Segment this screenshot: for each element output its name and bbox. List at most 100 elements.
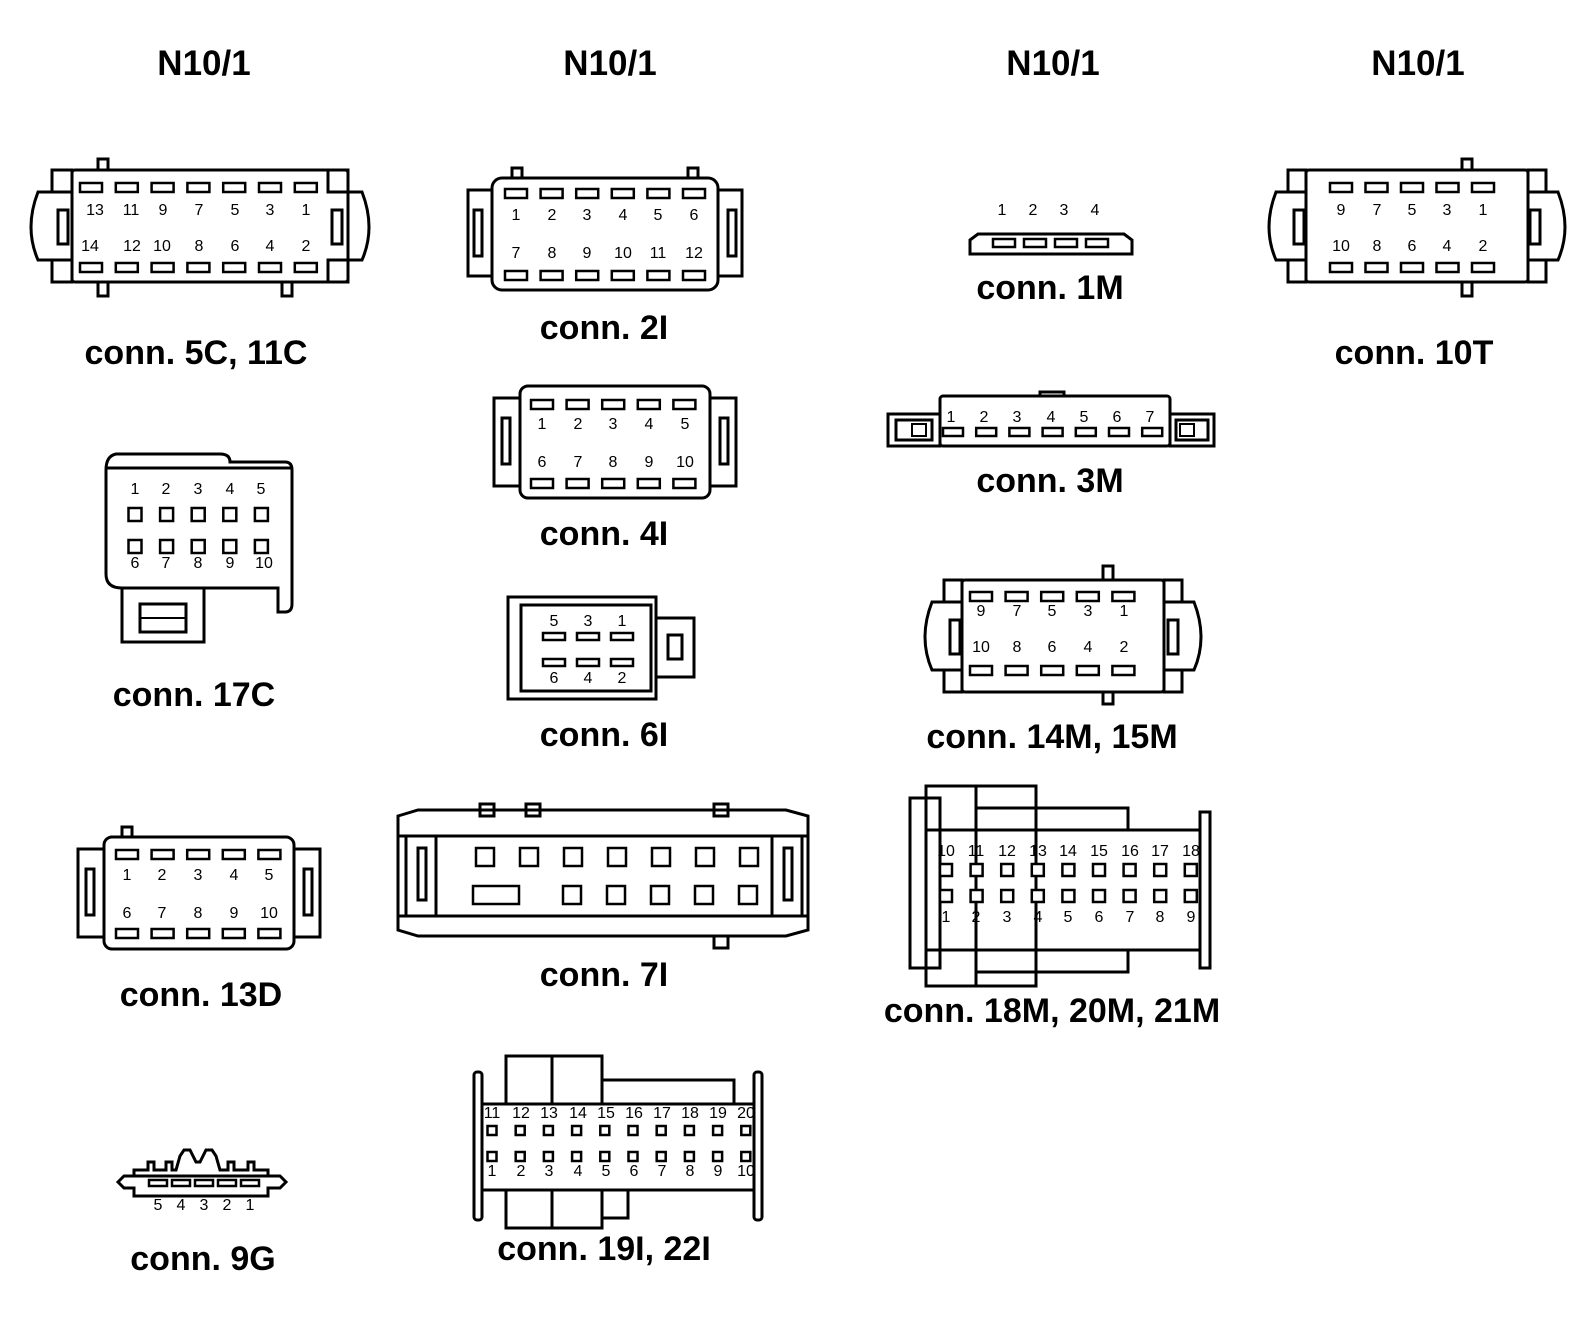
pin-slot: [938, 888, 954, 904]
pin-slot: [562, 846, 584, 868]
pin-slot: [1435, 261, 1460, 274]
pin-label: 11: [123, 202, 140, 219]
pin-label: 1: [538, 416, 547, 433]
pin-label: 7: [158, 905, 167, 922]
pin-label: 3: [1443, 202, 1452, 219]
pin-label: 7: [574, 454, 583, 471]
connector-17c: 1 2 3 4 5 6 7 8 9 10 conn. 17C: [104, 452, 294, 714]
pin-slot: [610, 269, 636, 282]
pin-label: 4: [645, 416, 654, 433]
pin-slot: [1039, 590, 1065, 603]
pin-slot: [681, 269, 707, 282]
pin-label: 1: [488, 1163, 497, 1180]
pin-label: 9: [1337, 202, 1346, 219]
connector-1m: 1 2 3 4 conn. 1M: [968, 202, 1134, 307]
pin-label: 15: [1090, 843, 1108, 860]
pin-slot: [1004, 664, 1029, 677]
pin-slot: [1061, 888, 1076, 904]
pin-label: 4: [266, 238, 275, 255]
pin-slot: [1470, 261, 1496, 274]
pin-label: 5: [265, 867, 274, 884]
pin-slot: [539, 269, 564, 282]
pin-slot: [190, 506, 206, 523]
column-header: N10/1: [157, 44, 250, 83]
pin-label: 6: [231, 238, 240, 255]
pin-label: 2: [1479, 238, 1488, 255]
connector-caption: conn. 1M: [976, 269, 1123, 307]
pin-slot: [938, 862, 954, 878]
pin-slot: [1122, 862, 1137, 878]
pin-label: 6: [690, 207, 699, 224]
pin-label: 3: [194, 867, 203, 884]
connector-caption: conn. 6I: [540, 716, 668, 754]
pin-label: 4: [584, 670, 593, 687]
pin-label: 10: [255, 555, 273, 572]
pin-label: 8: [686, 1163, 695, 1180]
pin-slot: [221, 261, 247, 274]
pin-slot: [999, 888, 1015, 904]
pin-slot: [565, 477, 590, 490]
pin-label: 6: [1095, 909, 1104, 926]
connector-caption: conn. 9G: [130, 1240, 275, 1278]
pin-slot: [575, 657, 601, 668]
pin-label: 6: [1048, 639, 1057, 656]
pin-slot: [575, 631, 601, 642]
column-header: N10/1: [563, 44, 656, 83]
pin-label: 2: [1120, 639, 1129, 656]
pin-label: 5: [1080, 409, 1089, 426]
pin-label: 8: [195, 238, 204, 255]
pin-label: 9: [1187, 909, 1196, 926]
pin-label: 5: [231, 202, 240, 219]
pin-slot: [541, 631, 567, 642]
pin-slot: [969, 862, 984, 878]
pin-label: 4: [1034, 909, 1043, 926]
pin-label: 10: [972, 639, 990, 656]
pin-label: 9: [583, 245, 592, 262]
pin-label: 9: [645, 454, 654, 471]
pin-slot: [1039, 664, 1065, 677]
pin-label: 10: [937, 843, 955, 860]
pin-slot: [991, 237, 1017, 249]
connector-7i: conn. 7I: [396, 802, 810, 994]
pin-slot: [186, 261, 211, 274]
pin-slot: [193, 1178, 215, 1188]
pin-labels: 1 2 3 4 5 6 7 8 9 10: [123, 867, 278, 922]
pin-slot: [127, 506, 143, 523]
pin-slot: [968, 664, 994, 677]
pin-slot: [574, 187, 600, 200]
pin-label: 10: [614, 245, 632, 262]
pin-label: 1: [1479, 202, 1488, 219]
pin-slot: [150, 927, 175, 940]
connector-9g: 5 4 3 2 1 conn. 9G: [115, 1148, 289, 1278]
pin-slot: [694, 846, 716, 868]
pin-slot: [570, 1150, 583, 1163]
pin-slot: [257, 261, 283, 274]
pin-label: 14: [1059, 843, 1077, 860]
pin-label: 1: [618, 613, 627, 630]
pin-slot: [529, 477, 555, 490]
connector-13d: 1 2 3 4 5 6 7 8 9 10 conn. 13D: [76, 825, 322, 1014]
pin-label: 1: [123, 867, 132, 884]
pin-label: 6: [1408, 238, 1417, 255]
pin-slot: [600, 477, 626, 490]
pin-slot: [150, 261, 175, 274]
pin-label: 8: [609, 454, 618, 471]
column-header: N10/1: [1371, 44, 1464, 83]
pin-label: 8: [1013, 639, 1022, 656]
pin-slot: [1053, 237, 1079, 249]
pin-label: 13: [86, 202, 104, 219]
pin-slot: [257, 181, 283, 194]
pin-slot: [1008, 426, 1031, 438]
pin-label: 9: [159, 202, 168, 219]
pin-slot: [542, 1124, 555, 1137]
pin-slot: [1328, 181, 1354, 194]
pin-label: 7: [1373, 202, 1382, 219]
pin-label: 18: [681, 1105, 699, 1122]
pin-label: 5: [1408, 202, 1417, 219]
pin-label: 17: [1151, 843, 1169, 860]
pin-slot: [114, 927, 140, 940]
pin-slot: [293, 181, 319, 194]
pin-slot: [711, 1150, 724, 1163]
pin-label: 13: [540, 1105, 558, 1122]
pin-label: 5: [654, 207, 663, 224]
